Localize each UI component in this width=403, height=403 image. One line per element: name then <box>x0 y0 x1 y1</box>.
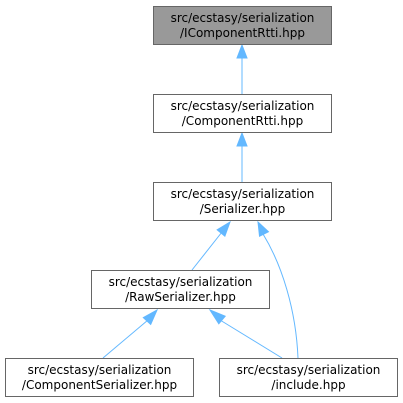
edges-layer <box>102 43 299 359</box>
edge-serializer-to-componentrtti <box>236 131 248 182</box>
arrowhead-icon <box>236 43 248 59</box>
nodes-layer: src/ecstasy/serialization/IComponentRtti… <box>5 6 398 397</box>
node-box <box>153 6 332 45</box>
arrowhead-icon <box>208 308 227 325</box>
node-componentserializer[interactable]: src/ecstasy/serialization/ComponentSeria… <box>5 358 194 397</box>
node-componentrtti[interactable]: src/ecstasy/serialization/ComponentRtti.… <box>153 94 332 133</box>
node-label-path: src/ecstasy/serialization <box>28 363 172 377</box>
node-label-path: src/ecstasy/serialization <box>171 11 315 25</box>
edge-componentrtti-to-icomponentrtti <box>236 43 248 94</box>
node-label-file: /Serializer.hpp <box>200 202 286 216</box>
node-icomponentrtti: src/ecstasy/serialization/IComponentRtti… <box>153 6 332 45</box>
node-label-path: src/ecstasy/serialization <box>171 187 315 201</box>
node-box <box>5 358 194 397</box>
node-label-file: /ComponentRtti.hpp <box>182 114 303 128</box>
node-label-file: /IComponentRtti.hpp <box>180 26 305 40</box>
node-label-path: src/ecstasy/serialization <box>237 363 381 377</box>
node-box <box>219 358 398 397</box>
edge-rawserializer-to-serializer <box>191 220 231 271</box>
node-serializer[interactable]: src/ecstasy/serialization/Serializer.hpp <box>153 182 332 221</box>
node-label-path: src/ecstasy/serialization <box>171 99 315 113</box>
edge-componentserializer-to-rawserializer <box>102 308 159 359</box>
edge-include-to-rawserializer <box>208 308 283 359</box>
arrowhead-icon <box>216 220 231 238</box>
node-include[interactable]: src/ecstasy/serialization/include.hpp <box>219 358 398 397</box>
node-label-path: src/ecstasy/serialization <box>109 275 253 289</box>
edge-line <box>262 233 299 359</box>
arrowhead-icon <box>236 131 248 147</box>
edge-line <box>191 231 223 271</box>
node-rawserializer[interactable]: src/ecstasy/serialization/RawSerializer.… <box>91 270 270 309</box>
arrowhead-icon <box>142 308 159 326</box>
arrowhead-icon <box>257 220 270 238</box>
node-label-file: /ComponentSerializer.hpp <box>22 378 177 392</box>
node-label-file: /RawSerializer.hpp <box>125 290 236 304</box>
node-box <box>91 270 270 309</box>
node-box <box>153 182 332 221</box>
edge-include-to-serializer <box>257 220 299 359</box>
edge-line <box>102 319 149 359</box>
node-label-file: /include.hpp <box>271 378 345 392</box>
edge-line <box>219 319 283 359</box>
node-box <box>153 94 332 133</box>
